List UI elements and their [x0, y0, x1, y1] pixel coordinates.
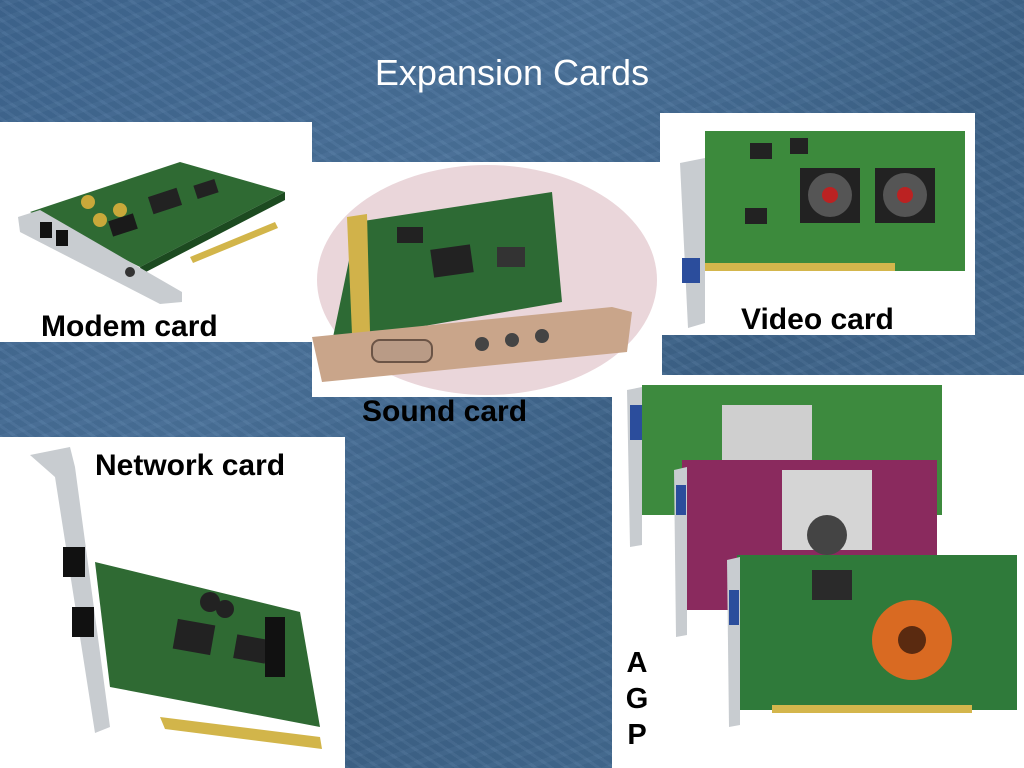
sound-card-image — [312, 162, 662, 397]
modem-card-image — [0, 122, 312, 342]
video-card-image — [660, 113, 975, 335]
video-card-label: Video card — [741, 303, 894, 336]
agp-cards-image — [612, 375, 1024, 768]
agp-letter-p: P — [627, 719, 647, 751]
sound-card-label: Sound card — [362, 395, 528, 428]
slide-title: Expansion Cards — [374, 52, 650, 93]
modem-card-label: Modem card — [41, 310, 218, 343]
network-card-image — [0, 437, 345, 768]
agp-letter-a: A — [626, 647, 648, 679]
agp-letter-g: G — [625, 683, 649, 715]
network-card-label: Network card — [95, 449, 286, 482]
agp-label: A G P — [622, 645, 652, 753]
